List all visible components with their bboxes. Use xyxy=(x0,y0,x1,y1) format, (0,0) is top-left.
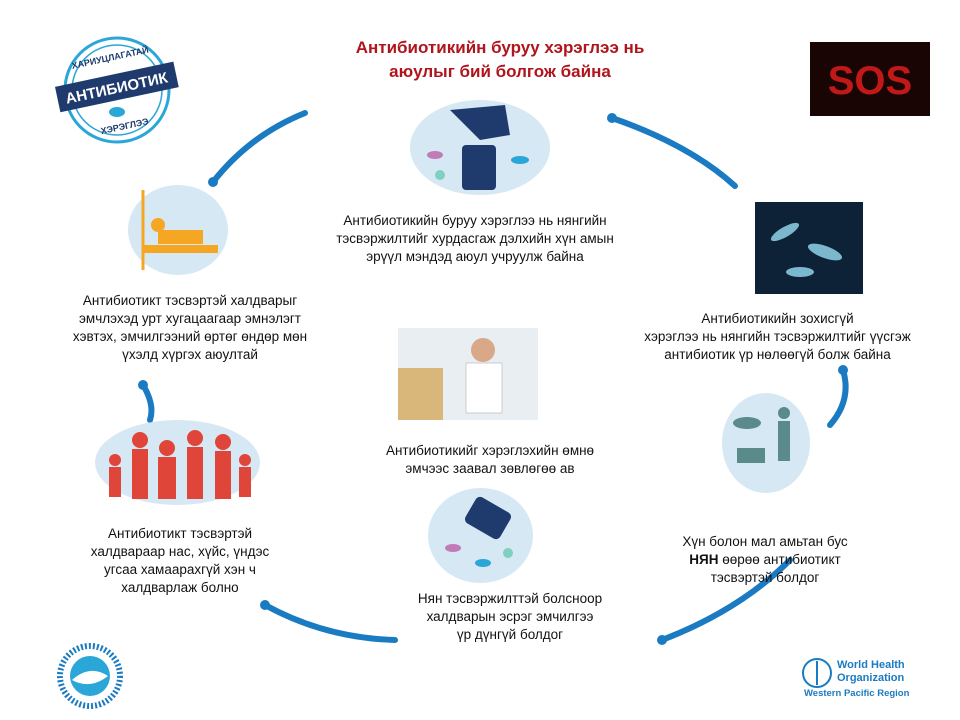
step-text-part: Хүн болон мал амьтан бус xyxy=(682,534,848,549)
page-title: Антибиотикийн буруу хэрэглээ нь аюулыг б… xyxy=(355,38,645,81)
pills-hand-image xyxy=(410,100,550,195)
arc-bottom-right xyxy=(659,557,793,643)
arc-right xyxy=(827,367,849,428)
step-text-accelerates-resistance: Антибиотикийн буруу хэрэглээ нь нянгийн … xyxy=(336,213,614,264)
people-group-image xyxy=(95,420,260,505)
step-text-anyone-infected: Антибиотикт тэсвэртэй халдвараар нас, хү… xyxy=(90,526,270,595)
responsible-antibiotic-use-logo: АНТИБИОТИК ХАРИУЦЛАГАТАЙ ХЭРЭГЛЭЭ xyxy=(54,30,180,150)
who-emblem-icon xyxy=(802,658,832,688)
arc-top-left xyxy=(210,110,308,185)
arc-left xyxy=(140,382,155,423)
step-text-bold-bacteria: НЯН xyxy=(689,552,719,567)
arc-top-right xyxy=(609,115,738,189)
center-advice-text: Антибиотикийг хэрэглэхийн өмнө эмчээс за… xyxy=(385,443,595,476)
doctor-consultation-image xyxy=(398,328,538,420)
arc-bottom xyxy=(262,602,398,643)
human-animal-image xyxy=(722,393,810,493)
sos-image: SOS xyxy=(810,42,930,116)
svg-text:SOS: SOS xyxy=(828,59,912,103)
ncph-logo xyxy=(50,642,130,710)
who-name-line1: World Health xyxy=(837,659,905,671)
step-text-treatment-ineffective: Нян тэсвэржилттэй болсноор халдварын эср… xyxy=(417,591,603,642)
who-name-line2: Organization xyxy=(837,672,905,684)
step-text-bacteria-become-resistant: Хүн болон мал амьтан бус НЯН өөрөө антиб… xyxy=(650,515,880,587)
svg-text:ХАРИУЦЛАГАТАЙ: ХАРИУЦЛАГАТАЙ xyxy=(71,44,150,71)
who-region: Western Pacific Region xyxy=(804,688,910,699)
step-text-part: өөрөө антибиотикт тэсвэртэй болдог xyxy=(710,552,841,585)
bacteria-image xyxy=(755,202,863,294)
step-text-hospitalization-risk: Антибиотикт тэсвэртэй халдварыг эмчлэхэд… xyxy=(72,293,308,362)
step-text-misuse-causes-resistance: Антибиотикийн зохисгүй хэрэглээ нь нянги… xyxy=(644,311,911,362)
svg-text:ХЭРЭГЛЭЭ: ХЭРЭГЛЭЭ xyxy=(100,116,150,136)
spilled-pills-image xyxy=(428,488,533,583)
who-logo: World Health Organization Western Pacifi… xyxy=(800,657,930,699)
hospital-patient-image xyxy=(128,185,228,275)
